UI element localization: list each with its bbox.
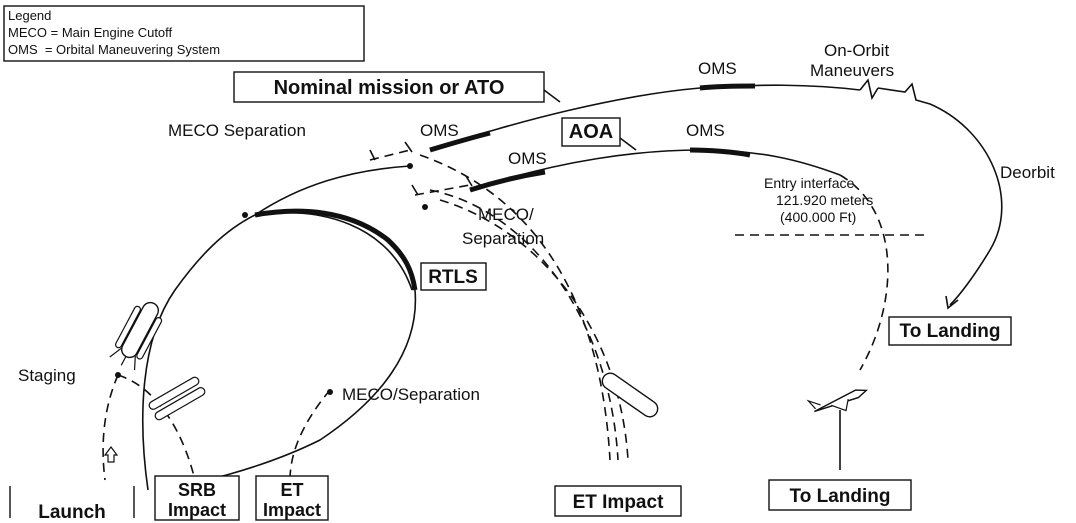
svg-text:Impact: Impact	[263, 500, 321, 520]
et-impact-bottom-label: ET Impact	[554, 485, 682, 517]
legend: Legend MECO = Main Engine Cutoff OMS = O…	[3, 5, 365, 62]
entry-interface-label-3: (400.000 Ft)	[780, 209, 856, 225]
staging-dot	[115, 372, 121, 378]
on-orbit-label-1: On-Orbit	[824, 41, 889, 60]
meco-sep-tick-2	[404, 141, 413, 153]
legend-box	[3, 5, 365, 62]
svg-text:RTLS: RTLS	[428, 267, 478, 288]
meco-separation-low-label: MECO/Separation	[342, 385, 480, 404]
orbit-break-zigzag	[859, 78, 879, 101]
svg-text:ET Impact: ET Impact	[573, 492, 664, 513]
meco-separation-bracket-top	[369, 149, 411, 161]
ascent-trajectory	[141, 214, 256, 491]
svg-text:Launch: Launch	[38, 502, 106, 523]
svg-text:ET: ET	[280, 480, 303, 500]
oms-burn-upper	[429, 130, 491, 153]
staging-label: Staging	[18, 366, 76, 385]
shuttle-stack-icon	[109, 301, 163, 371]
entry-interface-label-1: Entry interface.	[764, 175, 858, 191]
et-impact-left-label: ET Impact	[255, 475, 329, 521]
oms-label-top-right: OMS	[698, 59, 737, 78]
nominal-ascent-upper	[254, 165, 411, 216]
srb-boosters-icon	[148, 376, 206, 421]
external-tank-icon	[601, 372, 659, 418]
meco-separation-top-label: MECO Separation	[168, 121, 306, 140]
aoa-arc	[469, 149, 841, 191]
rtls-et-impact-path	[289, 389, 331, 481]
on-orbit-label-2: Maneuvers	[810, 61, 894, 80]
svg-text:Nominal mission or ATO: Nominal mission or ATO	[274, 77, 505, 99]
oms-rtls	[254, 208, 418, 291]
svg-text:To Landing: To Landing	[900, 321, 1001, 342]
meco-separation-mid-label-2: Separation	[462, 229, 544, 248]
oms-burn-aoa-right	[689, 147, 751, 158]
meco-sep-mid-bracket	[414, 184, 471, 196]
separation-dot-left	[242, 212, 248, 218]
rtls-upper	[254, 211, 413, 291]
svg-text:To Landing: To Landing	[790, 486, 891, 507]
nominal-orbit-arc	[429, 84, 861, 151]
separation-dot-mid	[422, 204, 428, 210]
meco-sep-mid-tick-2	[465, 175, 473, 187]
aoa-pointer	[619, 137, 637, 151]
oms-label-aoa: OMS	[686, 121, 725, 140]
oms-label-upper: OMS	[420, 121, 459, 140]
oms-burn-aoa	[469, 169, 546, 193]
separation-dot-top	[407, 163, 413, 169]
staging-path	[102, 374, 119, 481]
oms-label-middle: OMS	[508, 149, 547, 168]
meco-sep-tick-1	[369, 149, 376, 161]
svg-text:AOA: AOA	[569, 121, 613, 143]
meco-sep-mid-tick-1	[411, 184, 419, 196]
srb-impact-label: SRB Impact	[154, 475, 240, 521]
oms-burn-top-right	[699, 83, 756, 91]
legend-meco: MECO = Main Engine Cutoff	[8, 25, 173, 40]
aoa-descent	[839, 174, 889, 371]
nominal-pointer	[543, 89, 561, 103]
deorbit-arc	[877, 82, 1003, 306]
legend-oms: OMS = Orbital Maneuvering System	[8, 42, 220, 57]
launch-arrow-icon	[103, 446, 119, 463]
et-impact-trajectory-1	[419, 154, 611, 461]
svg-text:Impact: Impact	[168, 500, 226, 520]
to-landing-right-label: To Landing	[888, 316, 1012, 346]
orbiter-icon	[806, 389, 869, 413]
entry-interface-label-2: 121.920 meters	[776, 192, 873, 208]
to-landing-bottom-label: To Landing	[768, 479, 912, 511]
deorbit-label: Deorbit	[1000, 163, 1055, 182]
legend-title: Legend	[8, 8, 51, 23]
meco-separation-dot	[327, 389, 333, 395]
launch-label: Launch	[9, 486, 135, 523]
et-impact-trajectory-3	[439, 199, 629, 461]
nominal-mission-label: Nominal mission or ATO	[233, 71, 545, 103]
rtls-label: RTLS	[420, 262, 487, 291]
aoa-label: AOA	[561, 117, 621, 147]
deorbit-arrow	[945, 295, 959, 310]
meco-separation-mid-label-1: MECO/	[478, 205, 534, 224]
svg-text:SRB: SRB	[178, 480, 216, 500]
